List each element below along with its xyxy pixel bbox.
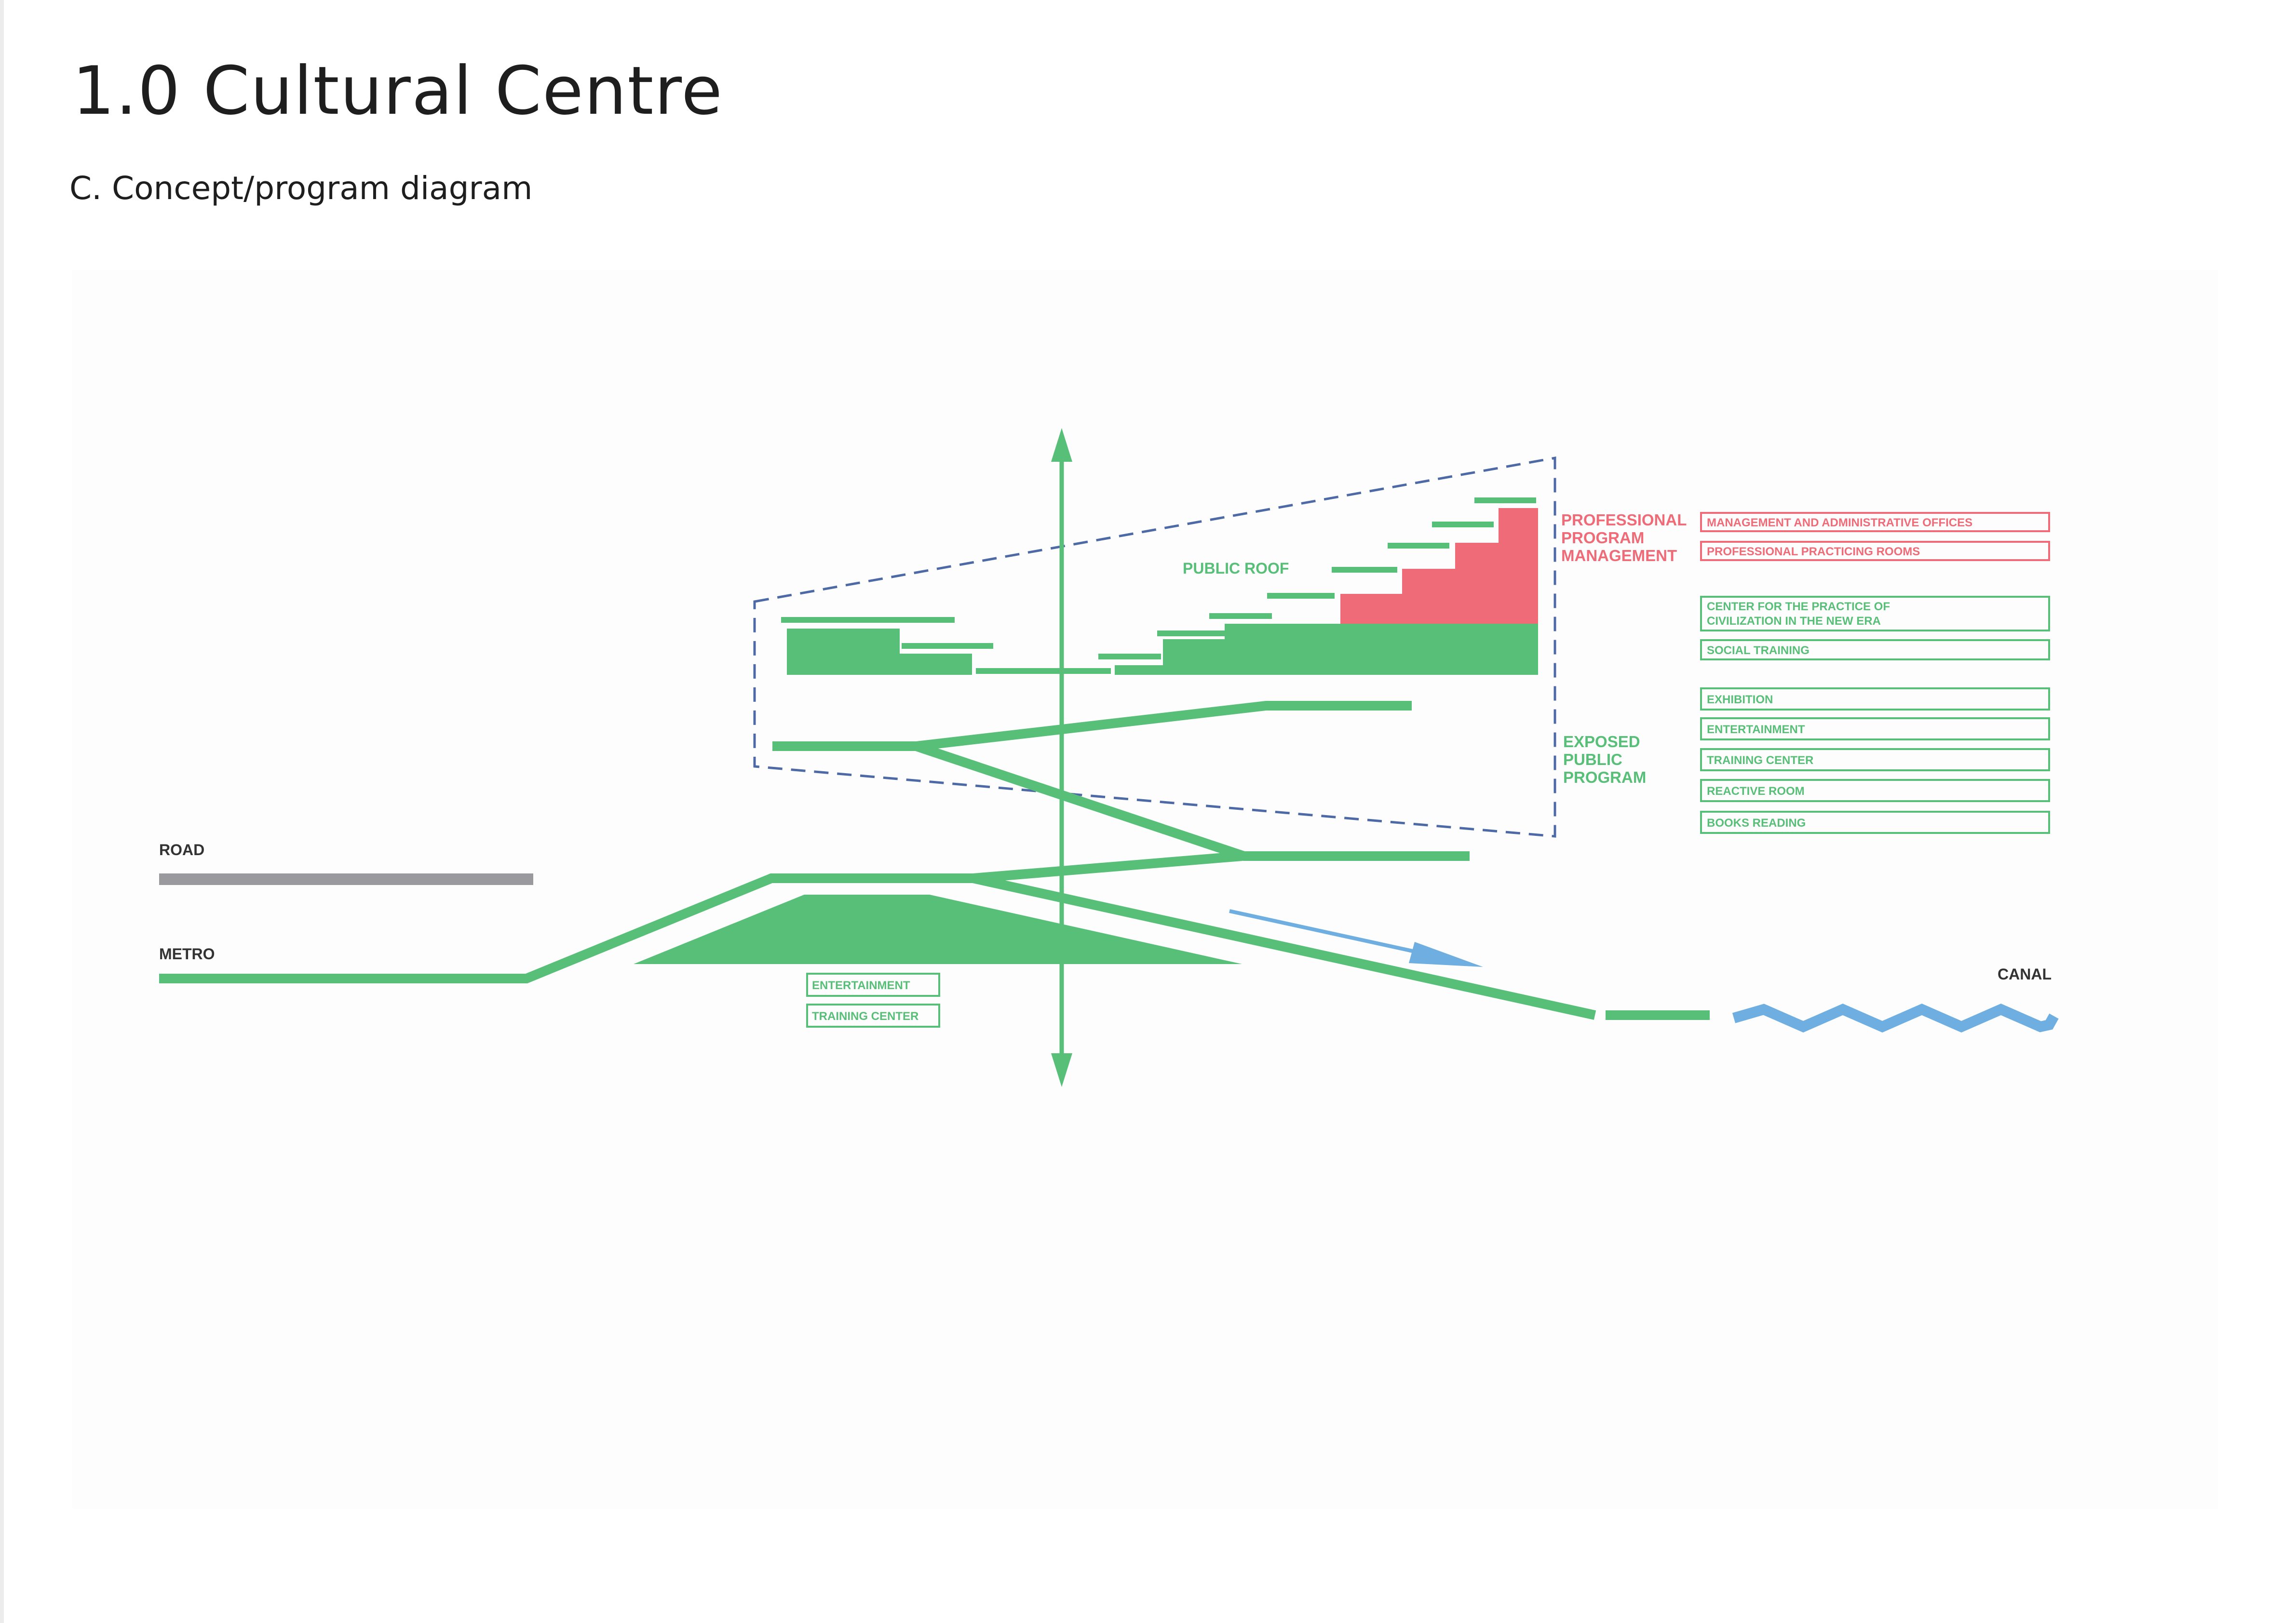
professional-program-label: PROFESSIONAL PROGRAM MANAGEMENT xyxy=(1561,511,1687,564)
public-roof-masses xyxy=(787,624,1538,675)
program-box xyxy=(1700,541,2050,561)
circulation-ramps xyxy=(159,701,1710,1020)
program-box xyxy=(1700,639,2050,660)
program-box-label: REACTIVE ROOM xyxy=(1707,785,1805,798)
exposed-label-line: EXPOSED xyxy=(1563,733,1640,751)
flow-arrow xyxy=(1229,909,1483,967)
program-box-label: PROFESSIONAL PRACTICING ROOMS xyxy=(1707,545,1920,558)
professional-label-line: PROGRAM xyxy=(1561,529,1644,547)
program-box xyxy=(1700,779,2050,802)
civilization-program-list: CENTER FOR THE PRACTICE OF CIVILIZATION … xyxy=(1700,596,2050,660)
page-title: 1.0 Cultural Centre xyxy=(72,52,724,130)
program-box xyxy=(1700,596,2050,631)
exposed-program-label: EXPOSED PUBLIC PROGRAM xyxy=(1563,733,1646,786)
public-program-list: EXHIBITION ENTERTAINMENT TRAINING CENTER… xyxy=(1700,687,2050,834)
public-roof-label: PUBLIC ROOF xyxy=(1183,560,1289,577)
metro-label: METRO xyxy=(159,945,215,963)
professional-program-mass xyxy=(1273,508,1538,624)
program-box-label: EXHIBITION xyxy=(1707,693,1773,706)
program-box xyxy=(1700,512,2050,532)
program-box-label: MANAGEMENT AND ADMINISTRATIVE OFFICES xyxy=(1707,516,1972,529)
program-box-label: TRAINING CENTER xyxy=(1707,754,1813,767)
underground-mass xyxy=(634,895,1242,964)
professional-label-line: MANAGEMENT xyxy=(1561,547,1677,564)
professional-label-line: PROFESSIONAL xyxy=(1561,511,1687,529)
diagram-canvas xyxy=(72,270,2218,1509)
page-subtitle: C. Concept/program diagram xyxy=(69,170,533,207)
program-envelope-outline xyxy=(753,456,1556,838)
program-box xyxy=(806,973,940,997)
program-box xyxy=(1700,717,2050,740)
program-box-label: CENTER FOR THE PRACTICE OF xyxy=(1707,600,1890,613)
exposed-label-line: PROGRAM xyxy=(1563,768,1646,786)
road-line xyxy=(159,873,533,885)
program-box-label: SOCIAL TRAINING xyxy=(1707,644,1810,657)
management-program-list: MANAGEMENT AND ADMINISTRATIVE OFFICES PR… xyxy=(1700,512,2050,561)
road-label: ROAD xyxy=(159,841,204,858)
roof-step-bars xyxy=(781,497,1536,659)
program-box xyxy=(1700,748,2050,771)
program-box-label: ENTERTAINMENT xyxy=(812,979,910,992)
program-box xyxy=(1700,687,2050,711)
program-box-label: ENTERTAINMENT xyxy=(1707,723,1805,736)
program-box xyxy=(806,1004,940,1028)
underground-program-list: ENTERTAINMENT TRAINING CENTER xyxy=(806,973,940,1028)
program-box-label: CIVILIZATION IN THE NEW ERA xyxy=(1707,615,1881,628)
canal-label: CANAL xyxy=(1998,966,2052,983)
program-box-label: BOOKS READING xyxy=(1707,817,1806,830)
exposed-label-line: PUBLIC xyxy=(1563,751,1622,768)
program-box xyxy=(1700,811,2050,834)
page-edge xyxy=(0,0,4,1623)
program-box-label: TRAINING CENTER xyxy=(812,1010,918,1023)
canal-wave xyxy=(1732,1003,2059,1033)
